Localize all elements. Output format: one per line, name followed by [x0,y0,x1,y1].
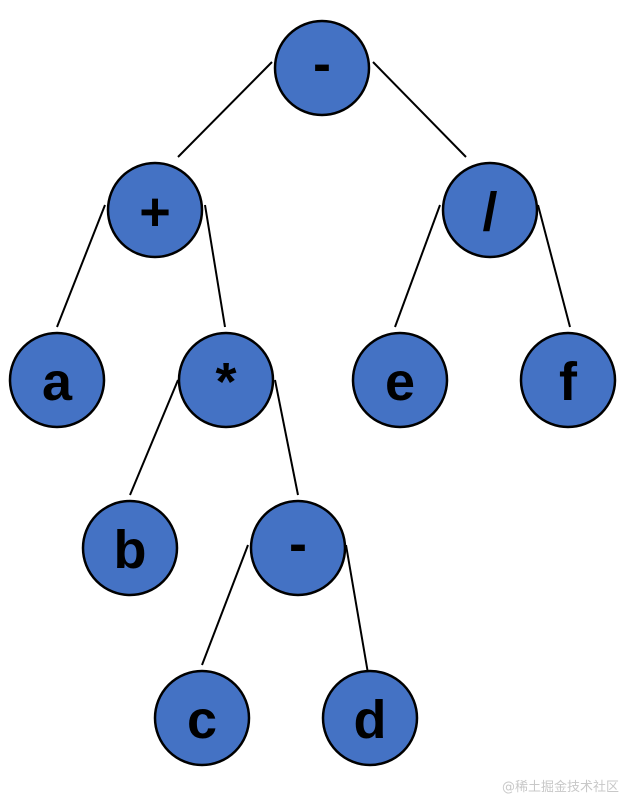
edge-n2-n5 [394,204,441,328]
edge-n8-n10 [345,544,371,686]
watermark: @稀土掘金技术社区 [501,780,619,795]
node-circle [321,669,419,767]
node-label: - [313,34,331,94]
edge-n0-n1 [177,61,273,158]
tree-node: e [351,331,449,429]
node-label: a [42,352,73,412]
node-circle [81,499,179,597]
node-circle [441,161,539,259]
tree-node: - [273,19,371,117]
node-label: / [482,182,497,242]
tree-node: b [81,499,179,597]
edge-n2-n6 [537,204,571,328]
node-circle [106,161,204,259]
node-circle [249,499,347,597]
node-label: b [114,520,147,580]
edge-n4-n8 [274,379,299,496]
node-label: d [354,690,387,750]
edge-n1-n4 [204,204,226,328]
tree-node: - [249,499,347,597]
node-circle [177,331,275,429]
tree-node: a [8,331,106,429]
tree-node: c [153,669,251,767]
node-circle [273,19,371,117]
tree-node: f [519,331,617,429]
tree-node: d [321,669,419,767]
node-label: + [139,182,171,242]
node-circle [351,331,449,429]
node-label: f [559,352,578,412]
node-label: * [215,352,236,412]
edge-n4-n7 [129,379,179,496]
node-label: - [289,514,307,574]
tree-node: / [441,161,539,259]
tree-node: + [106,161,204,259]
node-circle [8,331,106,429]
node-label: e [385,352,415,412]
tree-node: * [177,331,275,429]
node-label: c [187,690,217,750]
node-circle [153,669,251,767]
node-circle [519,331,617,429]
edge-n8-n9 [201,544,249,666]
edge-n0-n2 [372,61,467,158]
edge-n1-n3 [56,204,106,328]
